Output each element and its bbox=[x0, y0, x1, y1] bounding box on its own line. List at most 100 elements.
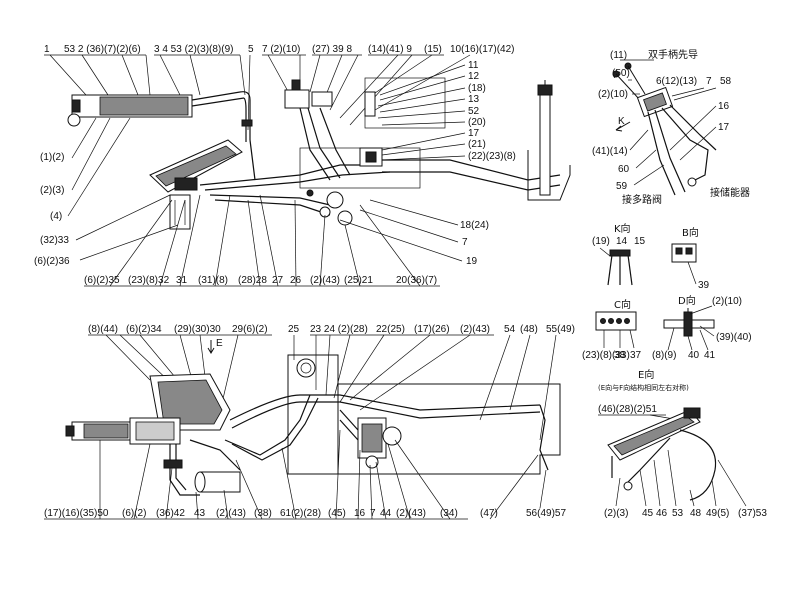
label-2-43-bottom: (2)(43) bbox=[216, 508, 246, 519]
label-3-4-53: 3 4 53 (2)(3)(8)(9) bbox=[154, 44, 233, 55]
label-39-b: 39 bbox=[698, 280, 710, 291]
label-18: (18) bbox=[468, 83, 486, 94]
label-15: (15) bbox=[424, 44, 442, 55]
k-arrow-label: K bbox=[618, 116, 625, 127]
label-6-12-13: 6(12)(13) bbox=[656, 76, 697, 87]
label-1: 1 bbox=[44, 44, 50, 55]
label-31-8: (31)(8) bbox=[198, 275, 228, 286]
label-38: 38 bbox=[614, 350, 626, 361]
label-41-14: (41)(14) bbox=[592, 146, 628, 157]
label-12: 12 bbox=[468, 71, 480, 82]
left-labels: (1)(2) (2)(3) (4) (32)33 (6)(2)36 bbox=[34, 117, 179, 267]
label-50: (50) bbox=[612, 68, 630, 79]
label-37-53: (37)53 bbox=[738, 508, 767, 519]
label-4: (4) bbox=[50, 211, 62, 222]
label-22-25: 22(25) bbox=[376, 324, 405, 335]
label-8-44: (8)(44) bbox=[88, 324, 118, 335]
to-multiway-valve: 接多路阀 bbox=[622, 193, 662, 206]
label-56-49-57: 56(49)57 bbox=[526, 508, 566, 519]
label-52: 52 bbox=[468, 106, 480, 117]
label-16-bottom: 16 bbox=[354, 508, 366, 519]
view-c: C向 (23)(8)(33) 38 37 bbox=[582, 298, 642, 361]
label-8-9: (8)(9) bbox=[652, 350, 676, 361]
label-7-pilot: 7 bbox=[706, 76, 712, 87]
label-2-10-pilot: (2)(10) bbox=[598, 89, 628, 100]
right-mid-labels: 18(24) 7 19 bbox=[339, 199, 489, 267]
label-17-pilot: 17 bbox=[718, 122, 730, 133]
label-45-e: 45 bbox=[642, 508, 654, 519]
label-25-low: 25 bbox=[288, 324, 300, 335]
view-e-note: (E向与F向结构相同左右对称) bbox=[598, 383, 689, 392]
view-b: B向 39 bbox=[671, 226, 710, 291]
label-54: 54 bbox=[504, 324, 516, 335]
label-2-3: (2)(3) bbox=[40, 185, 64, 196]
right-stack-labels: 11 12 (18) 13 52 (20) 17 (21) (22)(23)(8… bbox=[377, 60, 516, 162]
label-15-k: 15 bbox=[634, 236, 646, 247]
label-1-2: (1)(2) bbox=[40, 152, 64, 163]
to-accumulator: 接储能器 bbox=[710, 186, 750, 199]
label-17: 17 bbox=[468, 128, 480, 139]
label-44-bottom: 44 bbox=[380, 508, 392, 519]
label-32-33: (32)33 bbox=[40, 235, 69, 246]
label-2-3-e: (2)(3) bbox=[604, 508, 628, 519]
label-47: (47) bbox=[480, 508, 498, 519]
label-28-28: (28)28 bbox=[238, 275, 267, 286]
label-29-6-2: 29(6)(2) bbox=[232, 324, 268, 335]
label-2-43-low: (2)(43) bbox=[460, 324, 490, 335]
label-41: 41 bbox=[704, 350, 716, 361]
label-23-8-32: (23)(8)32 bbox=[128, 275, 170, 286]
top-assembly: 1 53 2 (36)(7)(2)(6) 3 4 53 (2)(3)(8)(9)… bbox=[34, 44, 571, 287]
label-39-40: (39)(40) bbox=[716, 332, 752, 343]
pilot-title: 双手柄先导 bbox=[648, 48, 698, 61]
label-17-26: (17)(26) bbox=[414, 324, 450, 335]
label-19-k: (19) bbox=[592, 236, 610, 247]
label-13: 13 bbox=[468, 94, 480, 105]
label-29-30-30: (29)(30)30 bbox=[174, 324, 221, 335]
label-46-28-2-51: (46)(28)(2)51 bbox=[598, 404, 657, 415]
label-27: 27 bbox=[272, 275, 284, 286]
label-23-8-33: (23)(8)(33) bbox=[582, 350, 630, 361]
view-k-title: K向 bbox=[614, 222, 631, 235]
label-20: (20) bbox=[468, 117, 486, 128]
bottom-row1-labels: (6)(2)35 (23)(8)32 31 (31)(8) (28)28 27 … bbox=[84, 194, 440, 287]
label-40: 40 bbox=[688, 350, 700, 361]
label-5: 5 bbox=[248, 44, 254, 55]
label-49-5: 49(5) bbox=[706, 508, 729, 519]
view-b-title: B向 bbox=[682, 226, 699, 239]
label-23-24-2-28: 23 24 (2)(28) bbox=[310, 324, 368, 335]
label-37: 37 bbox=[630, 350, 642, 361]
label-43: 43 bbox=[194, 508, 206, 519]
label-48-e: 48 bbox=[690, 508, 702, 519]
pilot-handle-detail: 双手柄先导 (11) (50) (2)(10) 6(12)(13) 7 58 1… bbox=[592, 48, 750, 206]
label-14-41-9: (14)(41) 9 bbox=[368, 44, 412, 55]
label-11-pilot: (11) bbox=[610, 50, 627, 61]
label-11: 11 bbox=[468, 60, 479, 71]
label-53-2-36: 53 2 (36)(7)(2)(6) bbox=[64, 44, 141, 55]
view-e: E向 (E向与F向结构相同左右对称) (46)(28)(2)51 (2)(3) … bbox=[598, 368, 767, 519]
label-55-49: 55(49) bbox=[546, 324, 575, 335]
label-60: 60 bbox=[618, 164, 630, 175]
label-48: (48) bbox=[520, 324, 538, 335]
e-arrow-label: E bbox=[216, 338, 223, 349]
label-59: 59 bbox=[616, 181, 628, 192]
label-2-43: (2)(43) bbox=[310, 275, 340, 286]
label-34-bottom: (34) bbox=[440, 508, 458, 519]
label-7-bottom: 7 bbox=[370, 508, 376, 519]
label-7-2-10: 7 (2)(10) bbox=[262, 44, 300, 55]
label-6-2-low: (6)(2) bbox=[122, 508, 146, 519]
label-18-24: 18(24) bbox=[460, 220, 489, 231]
label-46-e: 46 bbox=[656, 508, 668, 519]
label-14-k: 14 bbox=[616, 236, 628, 247]
label-19: 19 bbox=[466, 256, 478, 267]
label-7-mid: 7 bbox=[462, 237, 468, 248]
label-36-42: (36)42 bbox=[156, 508, 185, 519]
label-16-pilot: 16 bbox=[718, 101, 730, 112]
view-k: K向 (19) 14 15 bbox=[592, 222, 646, 286]
lower-assembly: (8)(44) (6)(2)34 (29)(30)30 29(6)(2) 25 … bbox=[44, 324, 575, 520]
label-38-bottom: (38) bbox=[254, 508, 272, 519]
view-d: D向 (2)(10) (39)(40) (8)(9) 40 41 bbox=[652, 294, 752, 361]
label-2-43-bottom2: (2)(43) bbox=[396, 508, 426, 519]
label-31: 31 bbox=[176, 275, 188, 286]
view-e-title: E向 bbox=[638, 368, 654, 381]
